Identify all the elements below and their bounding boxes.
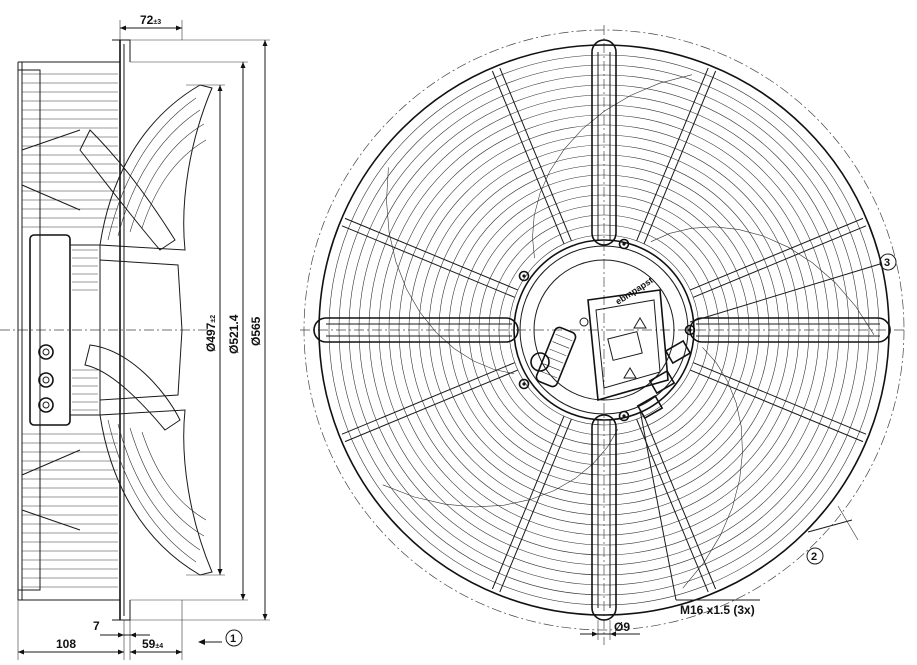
guard-ring <box>348 74 860 586</box>
dim-thread-label: M16 x1.5 (3x) <box>680 603 755 617</box>
guard-ring <box>378 104 830 556</box>
guard-spoke <box>643 70 717 244</box>
guard-spoke <box>344 217 518 291</box>
guard-spoke <box>499 67 572 241</box>
guard-spoke <box>341 362 515 435</box>
guard-ribs <box>22 73 118 588</box>
dim-bottom <box>17 600 222 660</box>
dim-depth-label: 72±3 <box>140 13 161 27</box>
dim-bottom-depth-label: 59±4 <box>142 637 163 651</box>
guard-spoke <box>643 416 717 590</box>
guard-spoke <box>344 369 518 443</box>
guard-ring <box>338 64 870 596</box>
guard-ring <box>448 174 760 486</box>
terminal-box-inner <box>595 299 661 389</box>
guard-spoke <box>491 416 565 590</box>
dim-depth-72 <box>119 20 183 40</box>
side-view <box>0 20 270 660</box>
callout-3: 3 <box>879 253 897 271</box>
warning-triangle-icon <box>633 317 647 329</box>
guard-rings <box>318 44 890 616</box>
svg-text:3: 3 <box>884 257 890 269</box>
guard-inner <box>18 69 41 591</box>
cable-glands <box>38 344 54 413</box>
guard-frame <box>17 61 120 601</box>
guard-ring <box>508 234 700 426</box>
blade-lower <box>99 409 213 576</box>
dim-bottom-small-label: 7 <box>93 619 100 633</box>
ring-circle <box>303 29 905 631</box>
dim-bottom-left-label: 108 <box>56 637 76 651</box>
dim-2-ext <box>837 505 859 541</box>
callout-1: 1 <box>225 629 243 647</box>
guard-struts <box>21 129 81 531</box>
guard-spoke <box>499 419 572 593</box>
guard-spoke <box>636 67 709 241</box>
blade-edge <box>682 347 743 589</box>
guard-ring <box>428 154 780 506</box>
guard-ring <box>398 124 810 536</box>
guard-ring <box>388 114 820 546</box>
warning-label <box>607 331 643 361</box>
blade-curves <box>382 74 875 589</box>
grommet <box>530 352 550 372</box>
fan-hub <box>99 259 183 401</box>
leader-3 <box>689 263 881 323</box>
rotor-fins <box>72 249 98 411</box>
terminal-box <box>587 289 669 402</box>
mount-bar-top <box>591 39 617 246</box>
guard-spoke <box>693 225 867 298</box>
dim-diameters <box>130 39 270 621</box>
blade-upper-contour <box>107 97 207 241</box>
guard-ring <box>438 164 770 496</box>
mount-bar-left <box>313 317 519 343</box>
front-view: ebmpapst <box>300 25 905 645</box>
blade-edge <box>386 167 515 375</box>
guard-spoke <box>491 70 565 244</box>
blade-edge <box>650 226 875 335</box>
blade-lower-contour <box>107 419 207 563</box>
dim-hole-label: Ø9 <box>614 620 630 634</box>
guard-ring <box>408 134 800 526</box>
leader-thread <box>639 409 677 601</box>
guard-ring <box>468 194 740 466</box>
guard-ring <box>418 144 790 516</box>
dim-2-line <box>807 519 853 533</box>
blade-edge <box>532 74 693 259</box>
dim-hole <box>580 620 640 640</box>
front-cable-glands <box>636 339 692 420</box>
motor-cover-rim <box>533 259 675 401</box>
guard-spoke <box>636 419 709 593</box>
cover-boss <box>579 317 589 327</box>
guard-spokes <box>341 67 867 593</box>
svg-text:1: 1 <box>230 633 236 645</box>
blade-upper-rear <box>79 129 176 251</box>
guard-ring <box>478 204 730 456</box>
hot-surface-icon <box>623 367 637 379</box>
mount-bar-bottom <box>591 414 617 621</box>
dim-ring-dia-label: Ø521.4 <box>227 314 241 354</box>
guard-ring <box>498 224 710 436</box>
callout-2: 2 <box>806 547 824 565</box>
svg-text:2: 2 <box>811 551 817 563</box>
guard-spoke <box>341 225 515 298</box>
motor-cover-inner <box>519 245 689 415</box>
dim-guard-dia-label: Ø497±2 <box>204 315 218 352</box>
dim-outer-dia-label: Ø565 <box>249 316 263 346</box>
cover-screws <box>518 238 696 422</box>
guard-spoke <box>690 217 864 291</box>
guard-spoke <box>690 369 864 443</box>
guard-ring <box>318 44 890 616</box>
guard-spoke <box>693 362 867 435</box>
guard-ring <box>488 214 720 446</box>
blade-lower-rear <box>84 344 181 431</box>
guard-ring <box>358 84 850 576</box>
capacitor <box>535 326 577 388</box>
guard-ring <box>368 94 840 566</box>
guard-ring <box>458 184 750 476</box>
guard-ring <box>328 54 880 606</box>
capacitor-ribs <box>540 333 573 379</box>
